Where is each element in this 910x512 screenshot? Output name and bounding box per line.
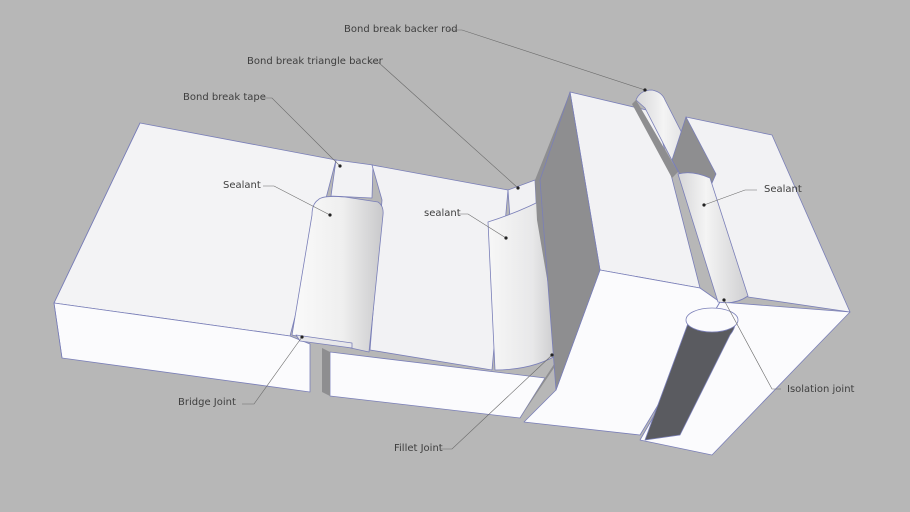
sealant-left-cylinder [291, 196, 384, 353]
label-sealant-left: Sealant [223, 180, 261, 191]
label-isolation-joint: Isolation joint [787, 384, 855, 395]
label-bridge-joint: Bridge Joint [178, 397, 236, 408]
label-sealant-right: Sealant [764, 184, 802, 195]
bond-break-tape [330, 159, 374, 199]
left-slab [53, 122, 337, 393]
label-bond-break-triangle-backer: Bond break triangle backer [247, 56, 383, 67]
label-fillet-joint: Fillet Joint [394, 443, 443, 454]
label-bond-break-tape: Bond break tape [183, 92, 266, 103]
label-sealant-middle: sealant [424, 208, 461, 219]
leader-lines [242, 29, 781, 450]
sealant-right-cylinder [677, 172, 749, 304]
middle-slab [322, 164, 546, 419]
label-bond-break-backer-rod: Bond break backer rod [344, 24, 458, 35]
right-tall-block [523, 91, 721, 436]
leader-arrowheads [300, 88, 726, 357]
isolation-joint-hole [644, 307, 739, 441]
